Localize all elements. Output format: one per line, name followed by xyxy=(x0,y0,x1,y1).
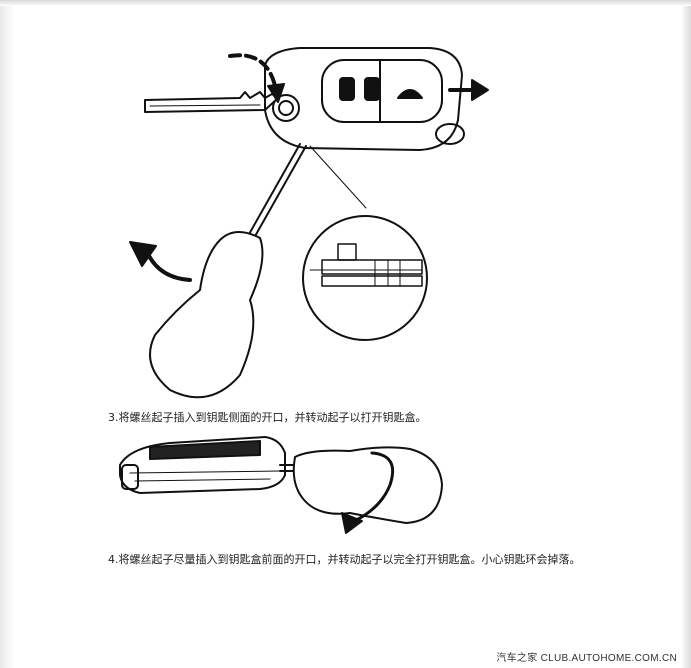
illustration-step-4 xyxy=(119,436,443,534)
detail-zoom-circle xyxy=(302,215,428,341)
key-hinge-button xyxy=(272,94,300,122)
screwdriver-handle xyxy=(149,231,264,399)
key-button-panel xyxy=(321,59,443,123)
arrow-right-icon xyxy=(471,79,489,101)
step-3-caption: 3.将螺丝起子插入到钥匙侧面的开口，并转动起子以打开钥匙盒。 xyxy=(108,411,427,424)
key-blade xyxy=(144,91,279,113)
screwdriver-shaft xyxy=(247,143,301,237)
lock-button-icon xyxy=(339,77,355,101)
arrow-curved-dashed-icon xyxy=(228,53,278,92)
page-edge-left xyxy=(0,0,14,668)
unlock-button-icon xyxy=(364,77,380,101)
rotate-arrow-down-icon xyxy=(348,451,395,525)
screwdriver-handle-2 xyxy=(292,446,443,524)
trunk-button-icon xyxy=(397,89,423,99)
key-fob-body xyxy=(264,47,463,151)
page-edge-right xyxy=(681,0,691,668)
watermark: 汽车之家 CLUB.AUTOHOME.COM.CN xyxy=(496,653,677,664)
rotate-arrow-icon xyxy=(146,252,192,282)
key-ring xyxy=(435,123,465,145)
step-4-caption: 4.将螺丝起子尽量插入到钥匙盒前面的开口，并转动起子以完全打开钥匙盒。小心钥匙环… xyxy=(108,553,581,566)
page-edge-top xyxy=(0,0,691,6)
illustration-step-3 xyxy=(129,47,489,399)
